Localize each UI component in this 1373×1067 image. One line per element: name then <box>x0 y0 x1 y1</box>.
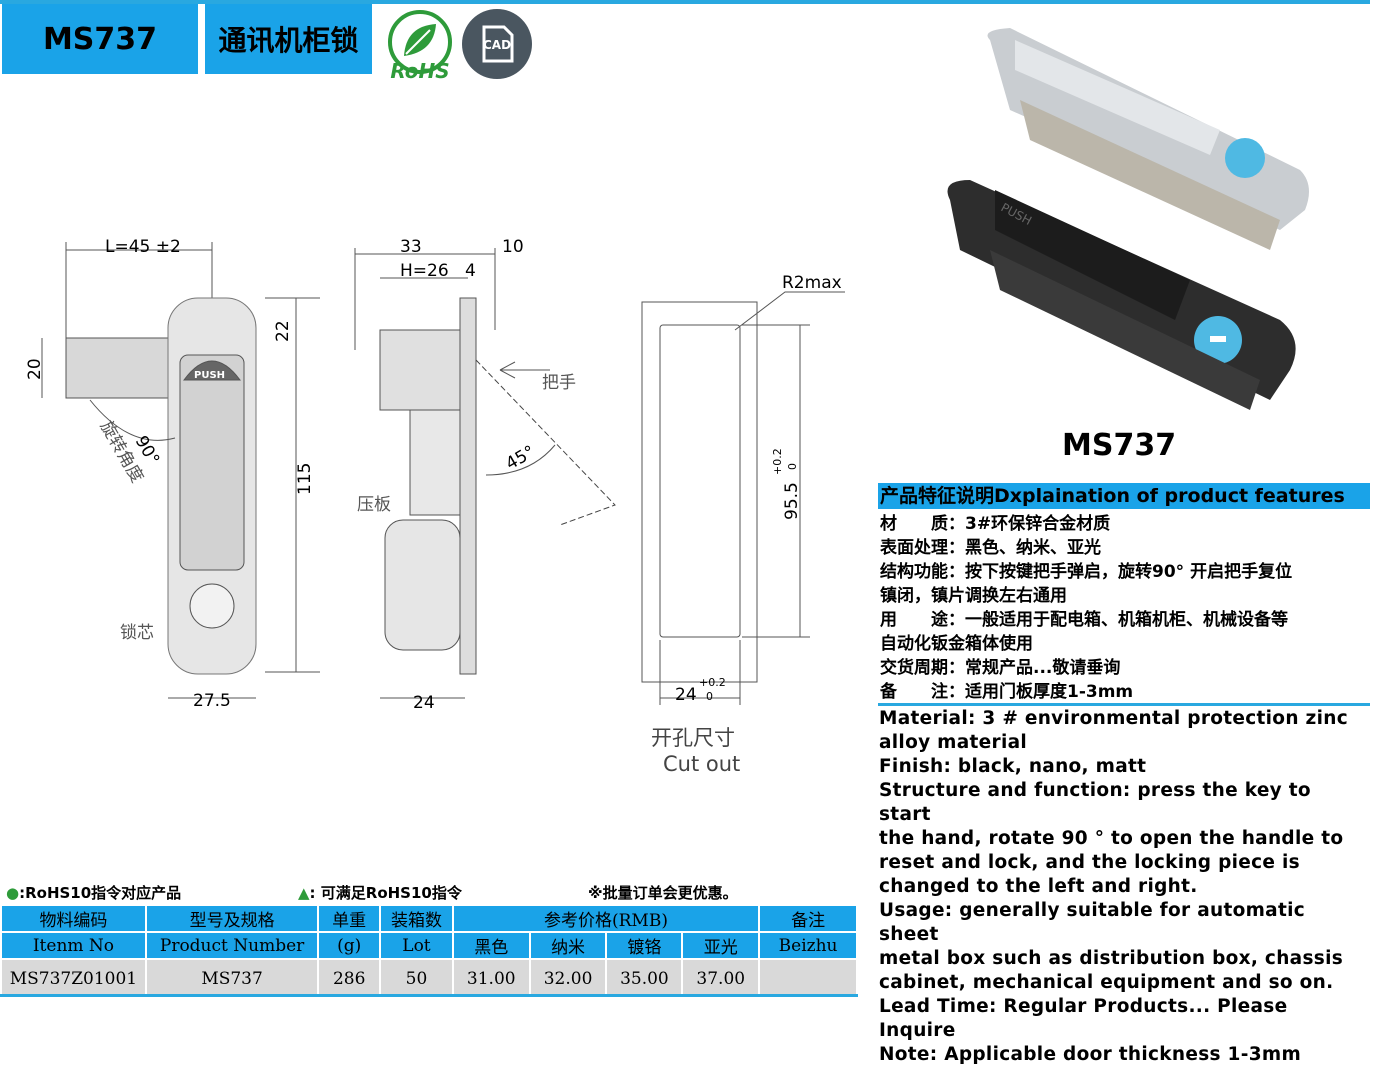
feature-line: metal box such as distribution box, chas… <box>879 948 1344 969</box>
model-banner: MS737 <box>2 4 198 74</box>
technical-drawing: L=45 ±2 20 22 90° 旋转角度 PUSH 115 27.5 锁芯 … <box>25 237 845 776</box>
svg-text:95.5: 95.5 <box>782 482 802 520</box>
header-remark: 备注 <box>758 904 858 933</box>
svg-text:PUSH: PUSH <box>194 370 225 381</box>
header-lot: 装箱数 <box>379 904 454 933</box>
header-item-en: Itenm No <box>0 931 147 960</box>
feature-line: changed to the left and right. <box>879 876 1198 897</box>
header-nano: 纳米 <box>528 931 608 960</box>
feature-line: 材 质：3#环保锌合金材质 <box>880 514 1111 534</box>
feature-line: 备 注：适用门板厚度1-3mm <box>880 682 1134 702</box>
header-product-en: Product Number <box>144 931 320 960</box>
model-code: MS737 <box>42 21 158 57</box>
legend-triangle-label: : 可满足RoHS10指令 <box>309 884 462 902</box>
svg-text:0: 0 <box>706 690 713 703</box>
legend-circle: ●:RoHS10指令对应产品 <box>6 882 181 903</box>
feature-line: Lead Time: Regular Products... Please In… <box>879 996 1288 1041</box>
header-lot-en: Lot <box>379 931 454 960</box>
svg-text:+0.2: +0.2 <box>771 448 784 475</box>
cell-item: MS737Z01001 <box>0 958 147 999</box>
divider <box>878 703 1370 706</box>
svg-text:115: 115 <box>295 463 315 495</box>
feature-line: Material: 3 # environmental protection z… <box>879 708 1348 729</box>
feature-line: 结构功能：按下按键把手弹启，旋转90° 开启把手复位 <box>880 562 1293 582</box>
top-rule <box>0 0 1370 4</box>
svg-text:RoHS: RoHS <box>390 59 449 83</box>
cell-product: MS737 <box>144 958 320 999</box>
photo-caption: MS737 <box>1062 428 1177 463</box>
feature-line: reset and lock, and the locking piece is <box>879 852 1300 873</box>
cutout-view <box>641 291 845 705</box>
svg-text:Cut out: Cut out <box>663 752 740 776</box>
svg-text:开孔尺寸: 开孔尺寸 <box>651 726 735 750</box>
feature-line: 镇闭，镇片调换左右通用 <box>880 586 1067 606</box>
cell-black: 31.00 <box>451 958 531 999</box>
features-cn: 材 质：3#环保锌合金材质 表面处理：黑色、纳米、亚光 结构功能：按下按键把手弹… <box>880 512 1370 704</box>
svg-text:锁芯: 锁芯 <box>120 623 154 643</box>
product-table: 物料编码 型号及规格 单重 装箱数 参考价格(RMB) 备注 Itenm No … <box>0 904 858 999</box>
title-banner: 通讯机柜锁 <box>205 4 372 74</box>
svg-text:24: 24 <box>413 693 435 713</box>
cad-icon: CAD <box>462 9 532 79</box>
feature-line: 自动化钣金箱体使用 <box>880 634 1033 654</box>
feature-line: 交货周期：常规产品...敬请垂询 <box>880 658 1121 678</box>
feature-line: Structure and function: press the key to… <box>879 780 1311 825</box>
svg-text:10: 10 <box>502 237 524 257</box>
header-price: 参考价格(RMB) <box>451 904 761 933</box>
green-triangle-icon: ▲ <box>298 884 310 902</box>
product-title: 通讯机柜锁 <box>218 24 359 57</box>
svg-text:20: 20 <box>25 358 45 380</box>
svg-text:24: 24 <box>675 685 697 705</box>
header-weight: 单重 <box>317 904 382 933</box>
feature-line: Usage: generally suitable for automatic … <box>879 900 1306 945</box>
features-en: Material: 3 # environmental protection z… <box>879 707 1369 1067</box>
header-chrome: 镀铬 <box>605 931 684 960</box>
cell-nano: 32.00 <box>528 958 608 999</box>
cell-matt: 37.00 <box>681 958 761 999</box>
feature-line: 用 途：一般适用于配电箱、机箱机柜、机械设备等 <box>880 610 1288 630</box>
bulk-order-note: ※批量订单会更优惠。 <box>588 884 738 902</box>
svg-text:22: 22 <box>273 320 293 342</box>
header-weight-en: (g) <box>317 931 382 960</box>
feature-line: 表面处理：黑色、纳米、亚光 <box>880 538 1101 558</box>
feature-line: cabinet, mechanical equipment and so on. <box>879 972 1334 993</box>
svg-text:R2max: R2max <box>782 273 842 293</box>
cell-weight: 286 <box>317 958 382 999</box>
silver-lock <box>987 28 1309 250</box>
svg-text:H=26: H=26 <box>400 261 449 281</box>
green-circle-icon: ● <box>6 884 20 902</box>
product-photo: PUSH <box>947 28 1309 410</box>
svg-text:45°: 45° <box>503 442 539 474</box>
features-heading: 产品特征说明Dxplaination of product features <box>878 483 1370 509</box>
svg-text:L=45 ±2: L=45 ±2 <box>105 237 181 257</box>
cell-lot: 50 <box>379 958 454 999</box>
side-view <box>354 248 616 699</box>
header-item: 物料编码 <box>0 904 147 933</box>
feature-line: Note: Applicable door thickness 1-3mm <box>879 1044 1302 1065</box>
header-remark-en: Beizhu <box>758 931 858 960</box>
svg-text:0: 0 <box>786 463 799 470</box>
svg-text:压板: 压板 <box>357 495 391 515</box>
feature-line: alloy material <box>879 732 1028 753</box>
legend-circle-label: :RoHS10指令对应产品 <box>19 884 182 902</box>
svg-text:把手: 把手 <box>542 373 576 393</box>
feature-line: the hand, rotate 90 ° to open the handle… <box>879 828 1344 849</box>
svg-text:33: 33 <box>400 237 422 257</box>
header-black: 黑色 <box>451 931 531 960</box>
svg-text:27.5: 27.5 <box>193 691 231 711</box>
cell-remark <box>758 958 858 999</box>
bottom-rule <box>0 994 858 997</box>
rohs-icon: RoHS <box>388 10 452 83</box>
header-matt: 亚光 <box>681 931 761 960</box>
header-product: 型号及规格 <box>144 904 320 933</box>
svg-text:+0.2: +0.2 <box>699 676 726 689</box>
black-lock: PUSH <box>947 180 1296 410</box>
cell-chrome: 35.00 <box>605 958 684 999</box>
feature-line: Finish: black, nano, matt <box>879 756 1147 777</box>
svg-text:CAD: CAD <box>483 38 511 52</box>
legend-triangle: ▲: 可满足RoHS10指令 <box>298 882 462 903</box>
svg-text:4: 4 <box>465 261 476 281</box>
table-row: MS737Z01001 MS737 286 50 31.00 32.00 35.… <box>0 958 858 999</box>
front-view <box>41 242 320 699</box>
